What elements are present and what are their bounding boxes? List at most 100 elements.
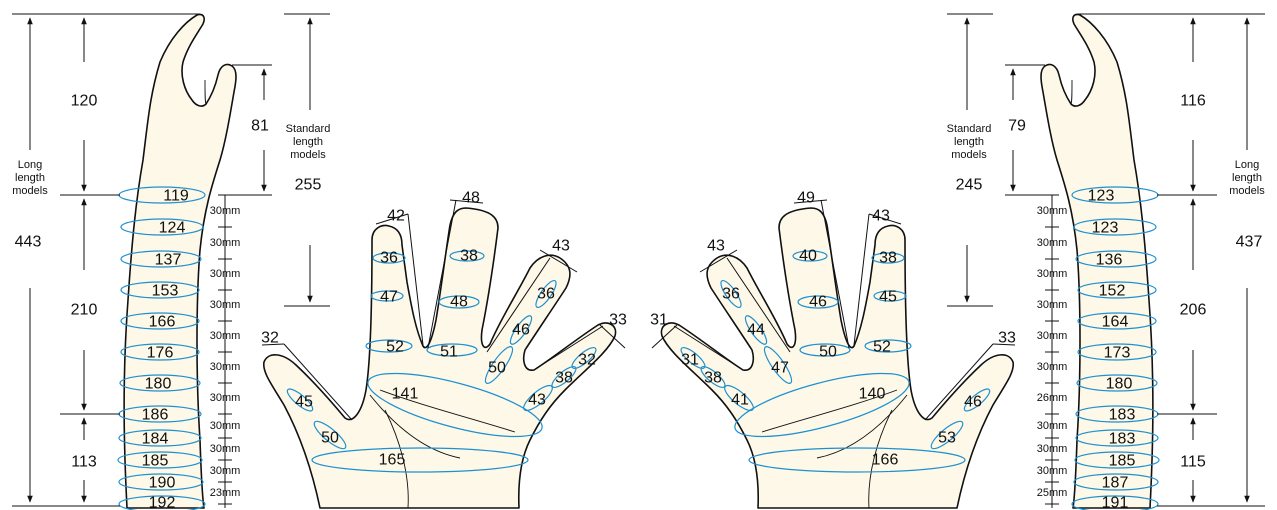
circ-label: 176 <box>147 345 174 362</box>
svg-text:32: 32 <box>261 330 279 347</box>
svg-text:31: 31 <box>650 312 668 329</box>
lower-length: 113 <box>71 454 97 471</box>
ring-9 <box>118 429 202 447</box>
svg-text:models: models <box>951 149 987 161</box>
svg-text:30mm: 30mm <box>210 420 241 432</box>
circ-label: 190 <box>149 475 176 492</box>
svg-text:79: 79 <box>1008 118 1026 135</box>
svg-text:30mm: 30mm <box>210 361 241 373</box>
svg-text:30mm: 30mm <box>210 392 241 404</box>
svg-text:30mm: 30mm <box>210 330 241 342</box>
svg-text:49: 49 <box>797 190 815 207</box>
svg-text:46: 46 <box>512 322 530 339</box>
svg-text:length: length <box>293 136 323 148</box>
svg-text:Long: Long <box>18 159 42 171</box>
left-arm-circumference-labels: 119 124 137 153 166 176 180 186 184 185 … <box>142 188 189 510</box>
svg-text:123: 123 <box>1088 188 1115 205</box>
circ-label: 180 <box>145 376 172 393</box>
upper-length: 120 <box>71 93 98 110</box>
palm-crease <box>379 389 516 433</box>
svg-text:30mm: 30mm <box>1037 237 1068 249</box>
svg-text:44: 44 <box>747 322 765 339</box>
svg-text:25mm: 25mm <box>1037 487 1068 499</box>
circ-label: 186 <box>142 407 169 424</box>
long-total: 443 <box>15 234 42 251</box>
svg-text:187: 187 <box>1102 475 1129 492</box>
svg-text:models: models <box>1229 185 1265 197</box>
svg-text:Long: Long <box>1235 159 1259 171</box>
svg-text:45: 45 <box>879 289 897 306</box>
svg-text:50: 50 <box>488 360 506 377</box>
svg-text:47: 47 <box>771 360 789 377</box>
right-hand-labels: 43 38 45 52 49 40 46 50 43 36 44 47 31 3… <box>650 190 1016 469</box>
svg-text:30mm: 30mm <box>210 465 241 477</box>
svg-text:183: 183 <box>1109 407 1136 424</box>
svg-text:30mm: 30mm <box>1037 299 1068 311</box>
left-length-dimensions: 120 210 113 Long length models 443 81 St… <box>12 13 331 507</box>
svg-text:30mm: 30mm <box>210 443 241 455</box>
svg-text:30mm: 30mm <box>1037 443 1068 455</box>
svg-text:42: 42 <box>387 208 405 225</box>
svg-text:206: 206 <box>1180 302 1207 319</box>
svg-text:30mm: 30mm <box>210 237 241 249</box>
svg-text:33: 33 <box>609 312 627 329</box>
left-thumb-crease <box>204 79 207 105</box>
svg-text:43: 43 <box>707 238 725 255</box>
left-hand-rings <box>286 250 597 473</box>
svg-text:152: 152 <box>1099 283 1126 300</box>
standard-total: 255 <box>295 177 322 194</box>
right-arm-outline <box>1040 13 1154 509</box>
svg-text:43: 43 <box>872 208 890 225</box>
circ-label: 124 <box>159 220 186 237</box>
svg-text:36: 36 <box>380 250 398 267</box>
ring-6 <box>120 343 200 361</box>
svg-text:36: 36 <box>537 286 555 303</box>
ring-10 <box>117 451 203 469</box>
svg-text:Standard: Standard <box>286 123 331 135</box>
svg-text:166: 166 <box>872 452 899 469</box>
circ-label: 137 <box>155 252 182 269</box>
right-hand-outline <box>660 207 1015 509</box>
svg-text:50: 50 <box>819 344 837 361</box>
ring-7 <box>119 374 201 392</box>
svg-text:30mm: 30mm <box>210 268 241 280</box>
svg-text:136: 136 <box>1096 252 1123 269</box>
svg-text:length: length <box>15 172 45 184</box>
svg-text:116: 116 <box>1180 93 1206 110</box>
ring-12 <box>118 495 206 510</box>
svg-text:183: 183 <box>1109 431 1136 448</box>
svg-text:245: 245 <box>956 177 983 194</box>
svg-text:length: length <box>954 136 984 148</box>
svg-text:Standard: Standard <box>947 123 992 135</box>
svg-text:38: 38 <box>879 250 897 267</box>
svg-text:32: 32 <box>578 352 596 369</box>
svg-text:models: models <box>290 149 326 161</box>
left-arm-rings <box>117 186 206 510</box>
svg-text:31: 31 <box>681 352 699 369</box>
svg-text:30mm: 30mm <box>1037 420 1068 432</box>
svg-text:length: length <box>1232 172 1262 184</box>
svg-text:141: 141 <box>392 386 419 403</box>
thumb-length: 81 <box>251 118 269 135</box>
svg-text:52: 52 <box>386 339 404 356</box>
svg-text:36: 36 <box>722 286 740 303</box>
svg-text:46: 46 <box>809 294 827 311</box>
svg-text:47: 47 <box>380 289 398 306</box>
circ-label: 192 <box>149 495 176 510</box>
palm-crease <box>369 394 461 459</box>
palm-crease <box>384 409 409 509</box>
svg-text:173: 173 <box>1104 345 1131 362</box>
svg-text:41: 41 <box>731 392 749 409</box>
circ-label: 166 <box>149 314 176 331</box>
ring-3 <box>120 250 202 268</box>
svg-text:53: 53 <box>938 430 956 447</box>
left-hand-outline <box>262 207 617 509</box>
svg-text:437: 437 <box>1236 234 1263 251</box>
circ-label: 185 <box>142 453 169 470</box>
ring-11 <box>118 473 204 491</box>
svg-text:180: 180 <box>1106 376 1133 393</box>
svg-text:40: 40 <box>799 248 817 265</box>
svg-text:30mm: 30mm <box>1037 330 1068 342</box>
right-shapes-mirrored <box>651 13 1265 510</box>
svg-text:43: 43 <box>528 392 546 409</box>
